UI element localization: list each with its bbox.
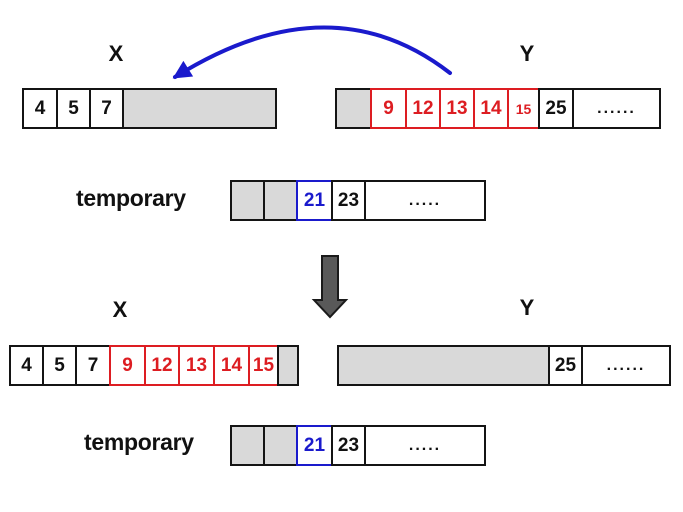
array-cell: 7 <box>75 345 111 386</box>
array-cell: 4 <box>9 345 44 386</box>
array-cell: 5 <box>42 345 77 386</box>
array-cell: 13 <box>439 88 475 129</box>
down-arrow-icon <box>311 255 349 319</box>
array-cell: ..... <box>364 425 486 466</box>
label-array-x-before: X <box>108 41 124 66</box>
label-temporary-before: temporary <box>76 185 186 211</box>
array-y-after: 25...... <box>337 345 671 386</box>
label-array-x-after: X <box>112 297 128 322</box>
array-cell: 14 <box>473 88 509 129</box>
array-cell <box>230 425 265 466</box>
array-cell <box>335 88 372 129</box>
array-cell: 25 <box>538 88 574 129</box>
array-cell <box>122 88 277 129</box>
array-cell: 23 <box>331 180 366 221</box>
array-cell: 15 <box>248 345 279 386</box>
array-cell: ..... <box>364 180 486 221</box>
array-cell: 23 <box>331 425 366 466</box>
array-cell <box>277 345 299 386</box>
array-cell: 9 <box>109 345 146 386</box>
array-cell: 12 <box>144 345 180 386</box>
array-cell: ...... <box>572 88 661 129</box>
label-array-y-after: Y <box>519 295 535 320</box>
array-cell: 25 <box>548 345 583 386</box>
array-cell <box>230 180 265 221</box>
label-array-y-before: Y <box>519 41 535 66</box>
transfer-curved-arrow-icon <box>172 25 452 79</box>
array-cell <box>337 345 550 386</box>
array-cell: 14 <box>213 345 250 386</box>
array-cell: 9 <box>370 88 407 129</box>
array-cell: 21 <box>296 425 333 466</box>
array-cell: 7 <box>89 88 124 129</box>
array-cell: 12 <box>405 88 441 129</box>
array-cell: 21 <box>296 180 333 221</box>
array-cell: 4 <box>22 88 58 129</box>
array-cell: 13 <box>178 345 215 386</box>
array-cell <box>263 180 298 221</box>
array-cell: 15 <box>507 88 540 129</box>
label-temporary-after: temporary <box>84 429 194 455</box>
array-cell <box>263 425 298 466</box>
array-cell: 5 <box>56 88 91 129</box>
array-cell: ...... <box>581 345 671 386</box>
